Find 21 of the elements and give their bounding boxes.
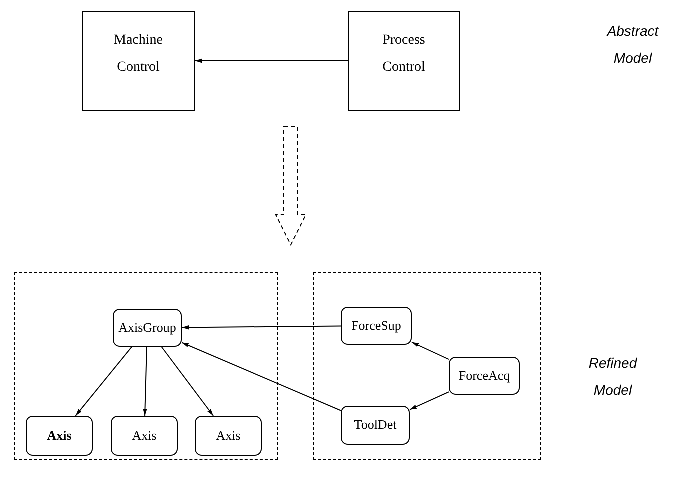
arrow xyxy=(182,326,342,330)
arrow xyxy=(161,346,214,416)
arrow xyxy=(143,346,148,416)
arrow xyxy=(410,392,450,410)
arrow xyxy=(412,342,450,360)
process-box: Process Control xyxy=(348,11,460,111)
arrow xyxy=(182,342,342,412)
dashed-group-box xyxy=(14,272,278,460)
rounded-box: ForceSup xyxy=(341,307,412,345)
rounded-box: ForceAcq xyxy=(449,357,520,395)
rounded-box: Axis xyxy=(26,416,93,456)
process-box: Machine Control xyxy=(82,11,195,111)
rounded-box: AxisGroup xyxy=(113,309,182,347)
rounded-box: ToolDet xyxy=(341,406,410,445)
rounded-box: Axis xyxy=(111,416,178,456)
dashed-group-box xyxy=(313,272,541,460)
arrow xyxy=(75,346,133,416)
rounded-box: Axis xyxy=(195,416,262,456)
level-label: Abstract Model xyxy=(606,22,660,68)
arrow xyxy=(194,58,348,64)
level-label: Refined Model xyxy=(588,354,638,400)
